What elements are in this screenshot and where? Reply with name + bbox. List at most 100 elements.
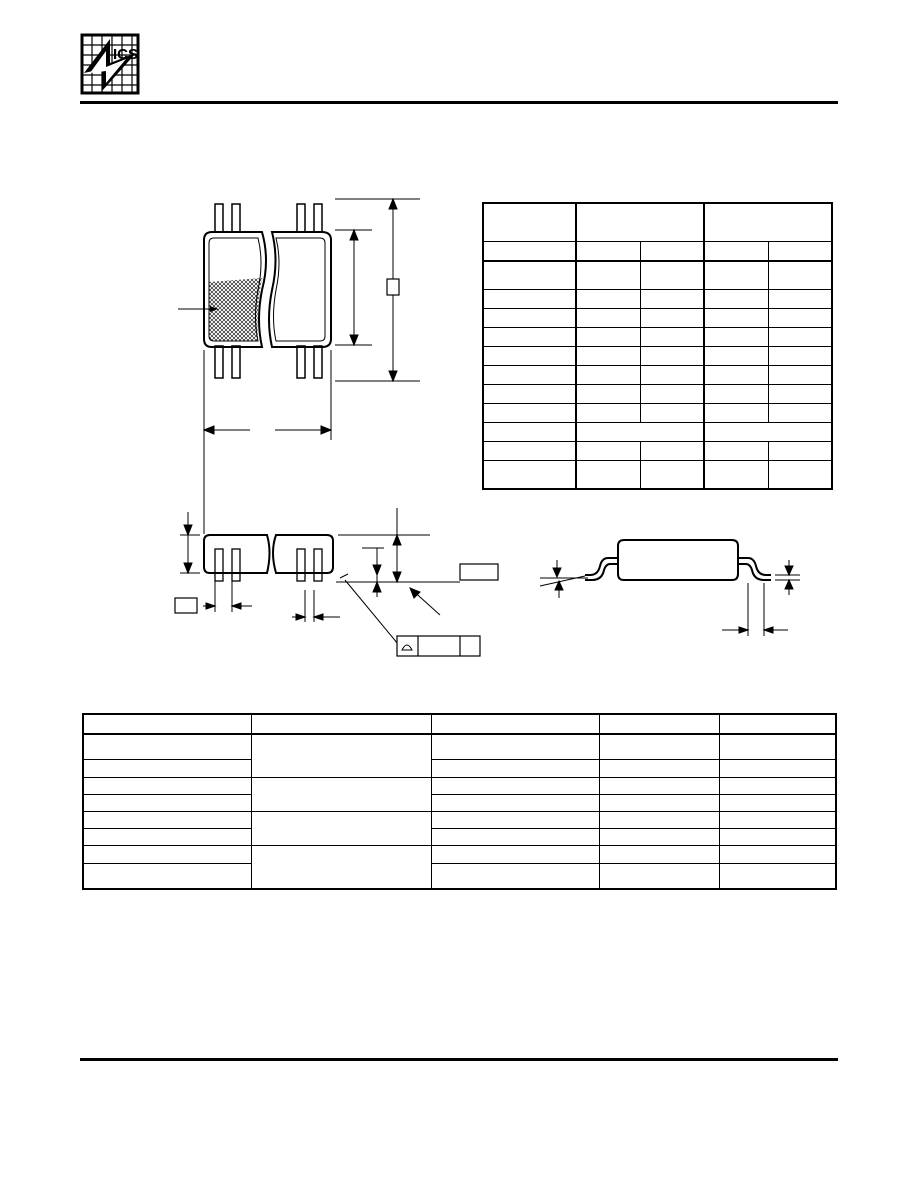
ordering-table-cell (430, 713, 600, 735)
ordering-table (82, 713, 837, 890)
ordering-table-cell (718, 759, 837, 778)
dim-table-cell (703, 260, 769, 290)
ordering-table-cell (250, 845, 432, 890)
ordering-table-cell (82, 810, 252, 830)
ordering-table-cell (430, 793, 600, 812)
ordering-table-cell (82, 793, 252, 812)
dim-table-cell (639, 403, 705, 423)
dim-table-cell (575, 202, 705, 242)
logo-text: ICS (113, 46, 138, 63)
dim-table-cell (767, 460, 833, 490)
dim-table-row (482, 308, 833, 328)
ordering-table-row (82, 776, 837, 812)
dim-table-cell (639, 365, 705, 385)
ordering-table-cell (430, 776, 600, 795)
dim-table-row (482, 403, 833, 423)
ordering-table-cell (250, 810, 432, 847)
dim-table-cell (767, 327, 833, 347)
ordering-table-cell (718, 733, 837, 761)
dim-table-cell (703, 441, 769, 461)
dim-table-cell (575, 460, 641, 490)
ordering-table-cell (718, 776, 837, 795)
ordering-table-cell (718, 862, 837, 890)
ordering-table-cell (598, 713, 720, 735)
ordering-table-row (82, 733, 837, 778)
dimension-table (482, 202, 833, 490)
ordering-table-cell (430, 733, 600, 761)
dim-table-cell (703, 327, 769, 347)
ordering-table-cell (82, 733, 252, 761)
ordering-table-cell (430, 862, 600, 890)
ordering-table-cell (718, 793, 837, 812)
dim-table-row (482, 441, 833, 461)
ordering-table-row (82, 810, 837, 847)
ordering-table-cell (598, 733, 720, 761)
ordering-table-cell (718, 828, 837, 847)
dim-table-cell (703, 384, 769, 404)
dim-table-cell (575, 308, 641, 328)
dim-table-merged-row (482, 422, 833, 442)
ordering-table-cell (82, 713, 252, 735)
dim-table-cell (482, 240, 577, 262)
dim-table-cell (575, 384, 641, 404)
ordering-table-cell (82, 862, 252, 890)
dim-table-cell (482, 289, 577, 309)
dim-table-cell (639, 308, 705, 328)
dim-table-cell (703, 346, 769, 366)
dim-table-cell (482, 441, 577, 461)
dim-table-cell (639, 289, 705, 309)
ordering-table-cell (430, 810, 600, 830)
dim-table-cell (482, 346, 577, 366)
dim-table-cell (482, 365, 577, 385)
dim-table-cell (482, 260, 577, 290)
dim-table-cell (767, 289, 833, 309)
ordering-table-row (82, 793, 837, 812)
dim-table-cell (767, 441, 833, 461)
dim-table-cell (767, 260, 833, 290)
dim-table-cell (639, 327, 705, 347)
ordering-table-cell (430, 759, 600, 778)
dim-table-cell (767, 365, 833, 385)
dim-table-row (482, 260, 833, 290)
dim-table-cell (575, 403, 641, 423)
dim-table-row (482, 346, 833, 366)
dim-table-row (482, 327, 833, 347)
ordering-table-header-row (82, 713, 837, 735)
ics-logo-icon: ICS (80, 33, 140, 95)
dim-table-cell (575, 441, 641, 461)
dim-table-cell (767, 384, 833, 404)
dim-table-row (482, 384, 833, 404)
ordering-table-cell (598, 810, 720, 830)
dim-table-cell (703, 202, 833, 242)
ordering-table-cell (82, 845, 252, 864)
dim-table-cell (703, 422, 833, 442)
dim-table-cell (767, 240, 833, 262)
package-outline-drawing (174, 197, 800, 657)
ordering-table-cell (250, 776, 432, 812)
ordering-table-cell (598, 793, 720, 812)
ordering-table-cell (82, 759, 252, 778)
ordering-table-cell (430, 828, 600, 847)
ordering-table-cell (598, 759, 720, 778)
dim-table-cell (703, 308, 769, 328)
dim-table-cell (482, 384, 577, 404)
dim-table-cell (482, 422, 577, 442)
dim-table-cell (575, 346, 641, 366)
dim-table-cell (767, 403, 833, 423)
dim-table-cell (703, 403, 769, 423)
dim-table-cell (575, 289, 641, 309)
dim-table-cell (767, 346, 833, 366)
dim-table-header-row (482, 202, 833, 242)
dim-table-cell (639, 441, 705, 461)
ordering-table-row (82, 845, 837, 890)
dim-table-cell (767, 308, 833, 328)
ordering-table-cell (718, 810, 837, 830)
dim-table-row (482, 289, 833, 309)
dim-table-cell (639, 346, 705, 366)
ordering-table-cell (598, 845, 720, 864)
dim-table-subheader-row (482, 240, 833, 262)
footer-rule (80, 1058, 838, 1061)
ordering-table-cell (598, 776, 720, 795)
dim-table-cell (703, 365, 769, 385)
dim-table-cell (482, 202, 577, 242)
